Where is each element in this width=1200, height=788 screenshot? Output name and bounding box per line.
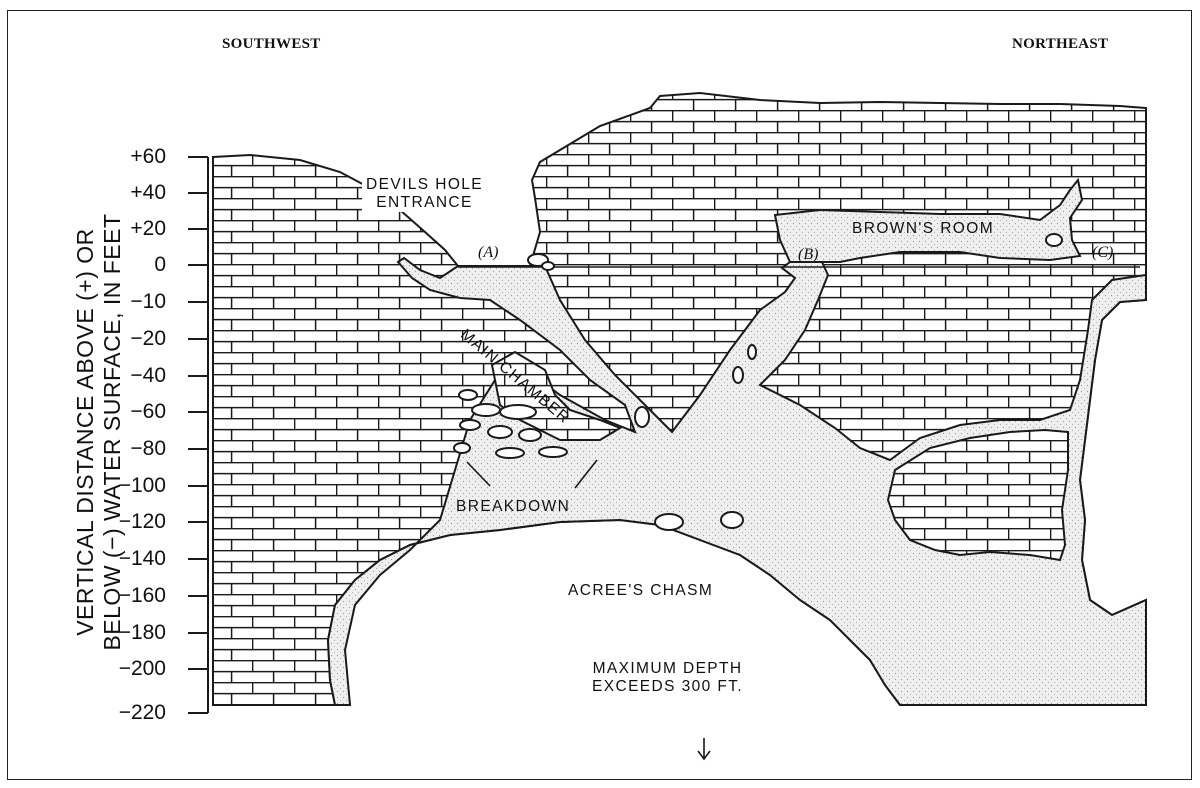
southwest-label: SOUTHWEST xyxy=(222,36,321,52)
y-tick-label: −80 xyxy=(130,437,166,460)
y-tick-label: +20 xyxy=(130,217,166,240)
y-tick-label: −100 xyxy=(118,474,166,497)
boulders xyxy=(453,233,1063,531)
y-axis xyxy=(188,156,209,714)
point-b-label: (B) xyxy=(798,246,819,263)
entrance-label: DEVILS HOLE ENTRANCE xyxy=(362,176,488,212)
inner-rock-block xyxy=(886,428,1069,562)
breakdown-leaders xyxy=(466,459,598,489)
acrees-chasm-label: ACREE'S CHASM xyxy=(568,582,714,599)
entrance-label-line2: ENTRANCE xyxy=(376,194,473,211)
entrance-label-line1: DEVILS HOLE xyxy=(366,176,484,193)
browns-room-cavity xyxy=(773,177,1084,263)
y-tick-label: 0 xyxy=(154,253,166,276)
y-tick-label: +60 xyxy=(130,145,166,168)
y-tick-label: −120 xyxy=(118,510,166,533)
y-tick-label: −20 xyxy=(130,327,166,350)
y-tick-label: −60 xyxy=(130,400,166,423)
y-tick-label: −10 xyxy=(130,290,166,313)
down-arrow-icon xyxy=(697,738,711,761)
point-c-label: (C) xyxy=(1092,244,1114,261)
y-tick-label: −180 xyxy=(118,621,166,644)
y-tick-label: −200 xyxy=(118,657,166,680)
browns-room-label: BROWN'S ROOM xyxy=(852,220,995,237)
max-depth-line2: EXCEEDS 300 FT. xyxy=(592,678,744,695)
northeast-label: NORTHEAST xyxy=(1012,36,1109,52)
figure-border xyxy=(7,10,1192,780)
point-a-label: (A) xyxy=(478,244,499,261)
breakdown-label: BREAKDOWN xyxy=(456,498,571,515)
y-tick-label: −140 xyxy=(118,547,166,570)
max-depth-label: MAXIMUM DEPTH EXCEEDS 300 FT. xyxy=(592,660,743,696)
y-axis-title-line1: VERTICAL DISTANCE ABOVE (+) OR xyxy=(72,228,98,636)
y-tick-label: −160 xyxy=(118,584,166,607)
y-tick-label: +40 xyxy=(130,181,166,204)
max-depth-line1: MAXIMUM DEPTH xyxy=(592,660,743,677)
y-tick-label: −40 xyxy=(130,364,166,387)
y-tick-label: −220 xyxy=(118,701,166,724)
